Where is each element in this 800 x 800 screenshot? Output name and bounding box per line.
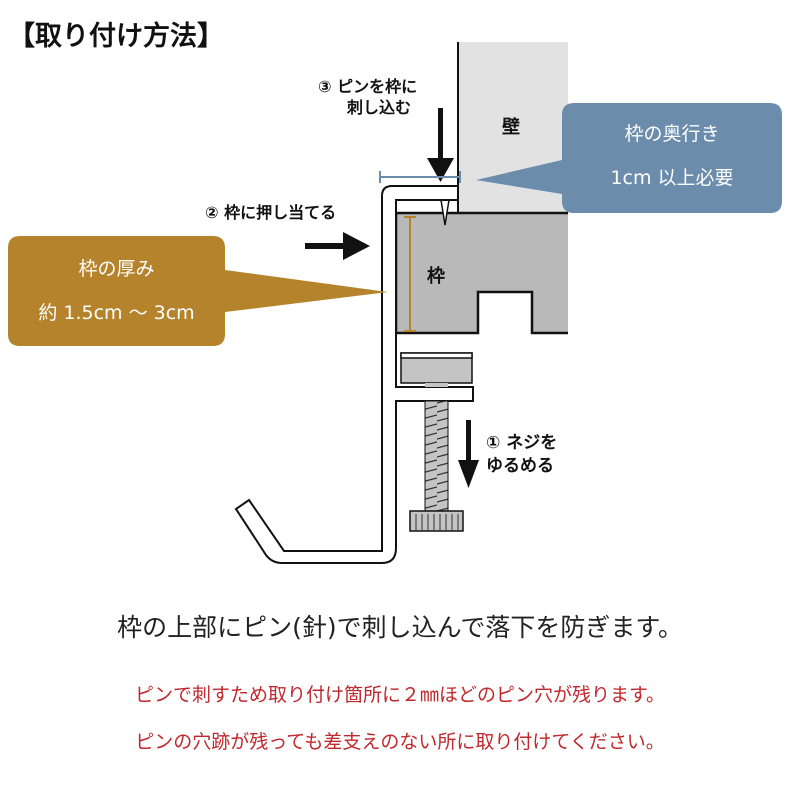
thickness-callout-shape <box>8 236 388 346</box>
installation-diagram <box>8 42 782 564</box>
note-line-2: ピンの穴跡が残っても差支えのない所に取り付けてください。 <box>135 731 665 753</box>
step1-label-line2: ゆるめる <box>486 456 554 476</box>
page-title: 【取り付け方法】 <box>8 21 224 52</box>
thickness-value: 約 1.5cm 〜 3cm <box>38 302 195 324</box>
depth-dimension-line <box>379 171 461 183</box>
thickness-title: 枠の厚み <box>78 258 155 280</box>
screw-knob <box>409 510 464 532</box>
note-line-1: ピンで刺すため取り付け箇所に２㎜ほどのピン穴が残ります。 <box>134 684 666 706</box>
arrow-right-push-icon <box>305 232 370 260</box>
screw-shaft <box>425 383 448 387</box>
step2-label: ② 枠に押し当てる <box>205 203 337 222</box>
wall-label: 壁 <box>502 117 520 138</box>
hook <box>234 185 474 564</box>
step1-label-line1: ① ネジを <box>486 433 558 453</box>
arrow-down-screw-icon <box>458 420 479 488</box>
frame-label: 枠 <box>427 266 445 287</box>
depth-title: 枠の奥行き <box>624 123 720 145</box>
frame <box>394 211 568 335</box>
arrow-down-pin-icon <box>427 108 454 182</box>
step3-label-line2: 刺し込む <box>347 98 412 117</box>
depth-callout-shape <box>476 103 782 213</box>
main-description: 枠の上部にピン(針)で刺し込んで落下を防ぎます。 <box>117 613 683 642</box>
step3-label-line1: ③ ピンを枠に <box>318 77 418 96</box>
depth-value: 1cm 以上必要 <box>610 167 734 189</box>
thickness-dimension-line <box>404 216 416 332</box>
